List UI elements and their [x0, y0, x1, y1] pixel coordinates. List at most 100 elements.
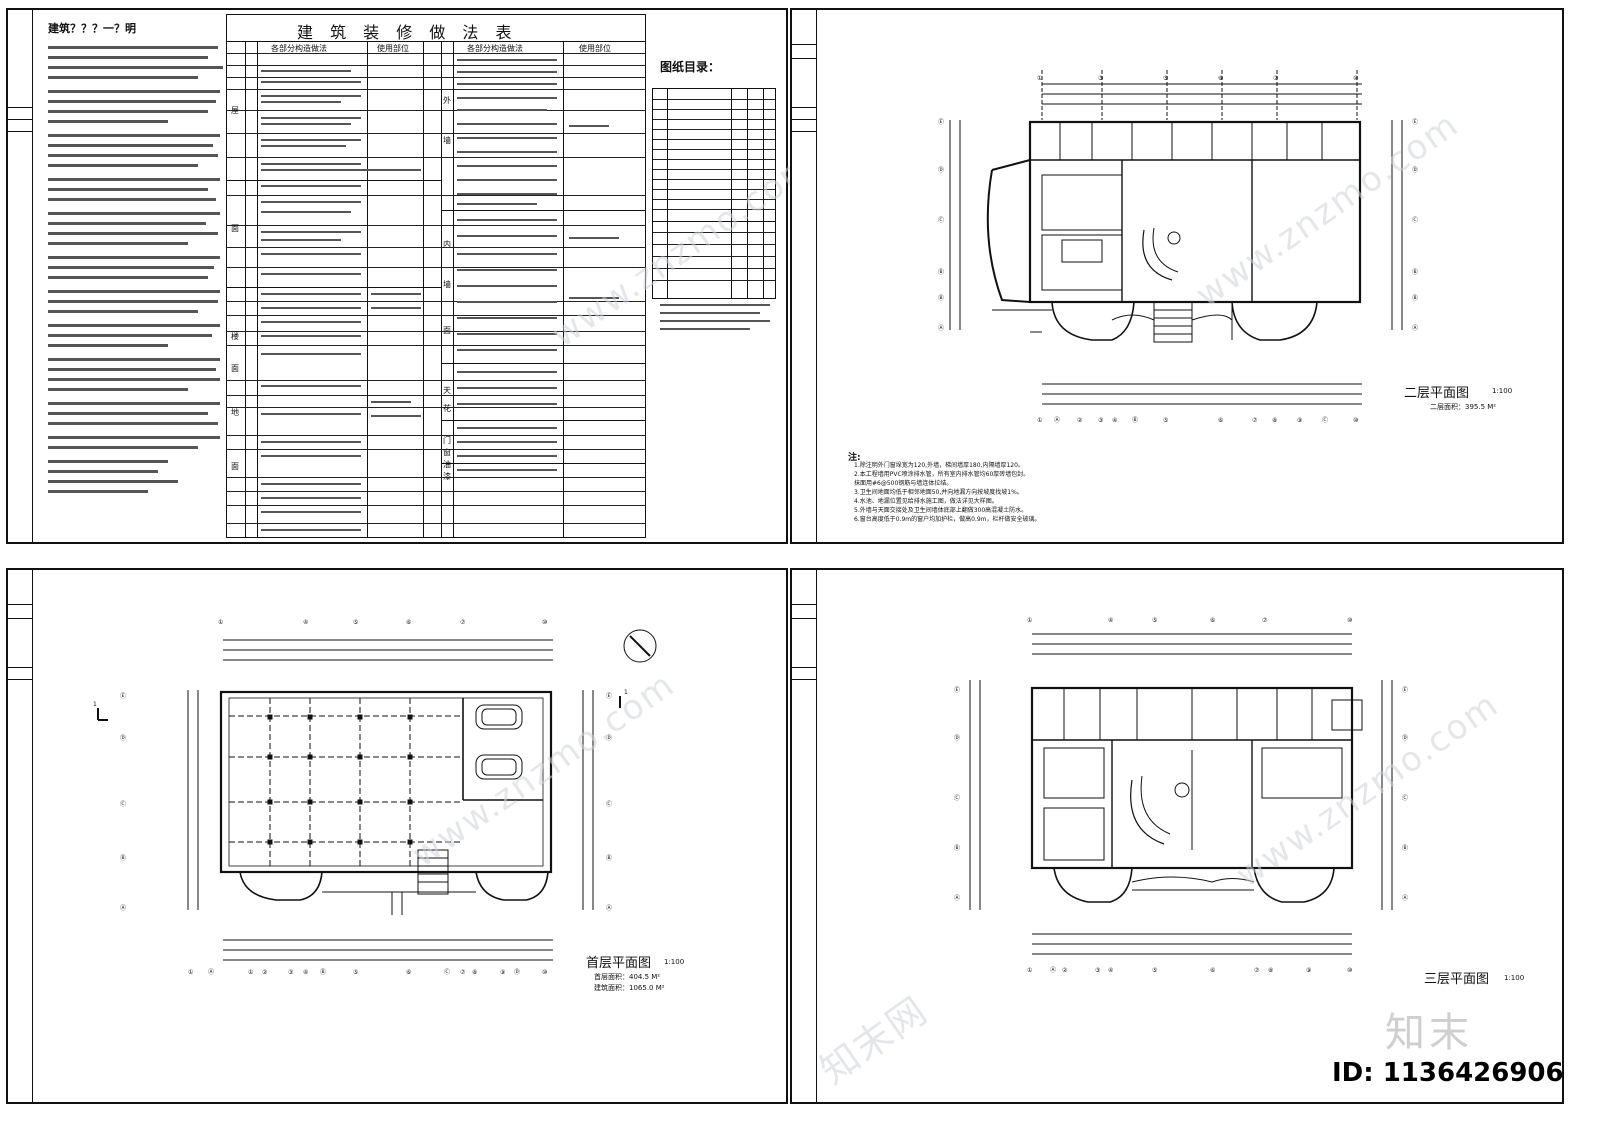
- svg-text:①: ①: [248, 969, 253, 976]
- svg-text:①: ①: [1027, 967, 1032, 974]
- svg-text:①: ①: [218, 619, 223, 626]
- sheet-title-block: [8, 570, 33, 1102]
- svg-text:Ⓐ: Ⓐ: [1402, 894, 1408, 902]
- svg-text:Ⓒ: Ⓒ: [1402, 794, 1408, 802]
- svg-text:⑨: ⑨: [500, 969, 505, 976]
- svg-text:Ⓑ: Ⓑ: [938, 294, 944, 302]
- svg-text:⑩: ⑩: [1353, 75, 1358, 82]
- svg-text:①: ①: [1027, 617, 1032, 624]
- drawing-index-title: 图纸目录：: [660, 60, 721, 74]
- svg-text:⑥: ⑥: [406, 969, 411, 976]
- col-header-location-right: 使用部位: [579, 44, 611, 53]
- svg-text:Ⓐ: Ⓐ: [1054, 416, 1060, 424]
- svg-text:Ⓐ: Ⓐ: [954, 894, 960, 902]
- svg-text:Ⓔ: Ⓔ: [606, 692, 612, 700]
- group-label-exterior-1: 外: [443, 96, 451, 105]
- third-floor-title: 三层平面图: [1424, 972, 1490, 987]
- first-floor-scale: 1:100: [664, 958, 685, 966]
- sheet-title-block: [792, 10, 817, 542]
- svg-text:⑦: ⑦: [460, 619, 466, 626]
- svg-text:⑩: ⑩: [1353, 417, 1358, 424]
- svg-text:⑧: ⑧: [472, 969, 477, 976]
- second-floor-title: 二层平面图: [1404, 386, 1470, 401]
- svg-text:1: 1: [93, 701, 97, 708]
- svg-text:⑥: ⑥: [1218, 417, 1223, 424]
- svg-text:②: ②: [262, 969, 268, 976]
- svg-text:⑧: ⑧: [1268, 967, 1273, 974]
- svg-text:③: ③: [1095, 967, 1100, 974]
- svg-text:⑦: ⑦: [1262, 617, 1268, 624]
- group-label-paint-1: 门: [443, 436, 451, 445]
- plan-note-4: 3.卫生间地面均低于相邻地面50,并向地漏方向按坡度找坡1%。: [854, 489, 1023, 496]
- svg-text:⑨: ⑨: [1306, 967, 1311, 974]
- plan-note-2: 2.本工程墙用PVC喷涂排水管，所有室内排水管均60厚砖墙包封。: [854, 471, 1030, 478]
- plan-note-3: 抹面用#6@500钢筋与墙连体拉结。: [854, 480, 953, 487]
- svg-text:⑥: ⑥: [1218, 75, 1223, 82]
- svg-text:⑩: ⑩: [542, 969, 547, 976]
- group-label-exterior-2: 墙: [443, 136, 451, 145]
- svg-text:⑧: ⑧: [1272, 417, 1277, 424]
- resource-id-label: ID: 1136426906: [1332, 1058, 1564, 1088]
- group-label-paint-2: 窗: [443, 448, 451, 457]
- svg-text:Ⓑ: Ⓑ: [120, 854, 126, 862]
- svg-text:Ⓒ: Ⓒ: [606, 800, 612, 808]
- group-label-paint-4: 漆: [443, 472, 451, 481]
- group-label-ground-2: 面: [231, 462, 239, 471]
- svg-text:Ⓐ: Ⓐ: [208, 968, 214, 976]
- svg-text:Ⓐ: Ⓐ: [938, 324, 944, 332]
- svg-text:Ⓔ: Ⓔ: [954, 686, 960, 694]
- svg-text:Ⓐ: Ⓐ: [1412, 324, 1418, 332]
- group-label-interior-3: 面: [443, 326, 451, 335]
- svg-text:Ⓓ: Ⓓ: [606, 734, 612, 742]
- finishes-table-title: 建 筑 装 修 做 法 表: [297, 23, 518, 42]
- svg-text:⑦: ⑦: [1254, 967, 1260, 974]
- svg-text:④: ④: [1112, 417, 1117, 424]
- svg-text:Ⓓ: Ⓓ: [954, 734, 960, 742]
- svg-text:Ⓓ: Ⓓ: [938, 166, 944, 174]
- svg-text:④: ④: [1108, 967, 1113, 974]
- plan-note-5: 4.水池、地漏位置见给排水施工图，做法详见大样图。: [854, 498, 998, 505]
- svg-text:Ⓔ: Ⓔ: [1412, 118, 1418, 126]
- svg-text:⑤: ⑤: [1163, 417, 1168, 424]
- first-floor-area: 首层面积：404.5 M²: [594, 973, 661, 981]
- svg-text:①: ①: [1037, 75, 1042, 82]
- svg-text:Ⓔ: Ⓔ: [1402, 686, 1408, 694]
- svg-text:Ⓑ: Ⓑ: [606, 854, 612, 862]
- col-header-location-left: 使用部位: [377, 44, 409, 53]
- svg-text:①: ①: [188, 969, 193, 976]
- svg-text:③: ③: [288, 969, 293, 976]
- svg-text:⑤: ⑤: [1152, 967, 1157, 974]
- second-floor-scale: 1:100: [1492, 387, 1513, 395]
- svg-text:⑥: ⑥: [406, 619, 411, 626]
- group-label-floor-2: 面: [231, 364, 239, 373]
- group-label-roof-2: 面: [231, 224, 239, 233]
- svg-text:⑤: ⑤: [1163, 75, 1168, 82]
- svg-text:⑩: ⑩: [542, 619, 547, 626]
- plan-note-6: 5.外墙与天面交接处及卫生间墙体底部上翻做300高混凝土防水。: [854, 507, 1028, 514]
- svg-text:Ⓒ: Ⓒ: [1412, 216, 1418, 224]
- svg-text:Ⓐ: Ⓐ: [1050, 966, 1056, 974]
- group-label-ceiling-1: 天: [443, 386, 451, 395]
- group-label-ground-1: 地: [231, 408, 239, 417]
- group-label-floor-1: 楼: [231, 332, 239, 341]
- svg-text:⑦: ⑦: [460, 969, 466, 976]
- svg-text:Ⓓ: Ⓓ: [1402, 734, 1408, 742]
- svg-text:Ⓑ: Ⓑ: [938, 268, 944, 276]
- svg-text:1: 1: [624, 689, 628, 696]
- svg-text:Ⓒ: Ⓒ: [444, 968, 450, 976]
- svg-text:①: ①: [1037, 417, 1042, 424]
- col-header-method-right: 各部分构造做法: [467, 44, 523, 53]
- svg-text:Ⓒ: Ⓒ: [954, 794, 960, 802]
- notes-title: 建筑？？？一？明: [48, 22, 136, 35]
- svg-text:Ⓑ: Ⓑ: [1412, 294, 1418, 302]
- svg-text:Ⓒ: Ⓒ: [120, 800, 126, 808]
- svg-text:Ⓑ: Ⓑ: [1402, 844, 1408, 852]
- svg-text:④: ④: [303, 619, 308, 626]
- sheet-title-block: [792, 570, 817, 1102]
- svg-text:⑤: ⑤: [1152, 617, 1157, 624]
- second-floor-area: 二层面积：395.5 M²: [1430, 403, 1497, 411]
